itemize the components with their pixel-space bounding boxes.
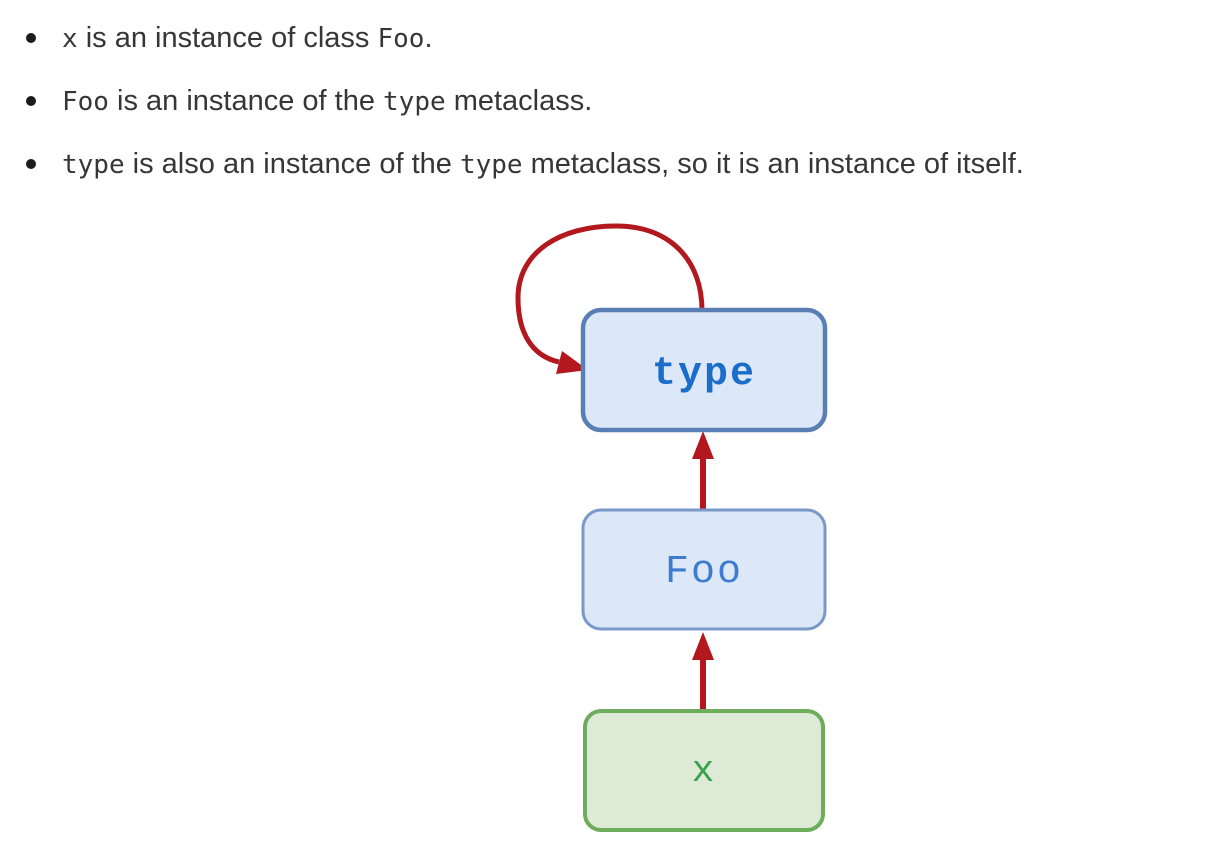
inline-code: type (459, 150, 523, 180)
node-foo-box (581, 508, 827, 631)
bullet-list: x is an instance of class Foo.Foo is an … (26, 22, 1192, 211)
text-run: metaclass, so it is an instance of itsel… (522, 148, 1024, 180)
edge-x-to-foo-arrowhead (692, 632, 714, 660)
text-run: metaclass. (445, 85, 593, 117)
list-item: Foo is an instance of the type metaclass… (26, 85, 1192, 119)
inline-code: type (62, 150, 125, 180)
node-foo-label: Foo (665, 550, 743, 595)
inline-code: Foo (62, 87, 109, 117)
edge-foo-to-type-arrowhead (692, 431, 714, 459)
text-run: is an instance of the (108, 85, 384, 117)
inline-code: type (383, 87, 446, 117)
node-x-label: x (692, 750, 717, 793)
self-loop-arrow (515, 223, 705, 365)
node-type-label: type (652, 352, 756, 397)
text-run: is an instance of class (77, 22, 378, 54)
text-run: is also an instance of the (124, 148, 460, 180)
node-type-box (580, 307, 828, 433)
text-run: . (424, 22, 433, 54)
inline-code: x (62, 24, 78, 54)
node-x-box (583, 709, 825, 832)
list-item: type is also an instance of the type met… (26, 148, 1192, 182)
list-item: x is an instance of class Foo. (26, 22, 1192, 56)
self-loop-arrowhead (556, 351, 588, 374)
inline-code: Foo (377, 24, 425, 54)
